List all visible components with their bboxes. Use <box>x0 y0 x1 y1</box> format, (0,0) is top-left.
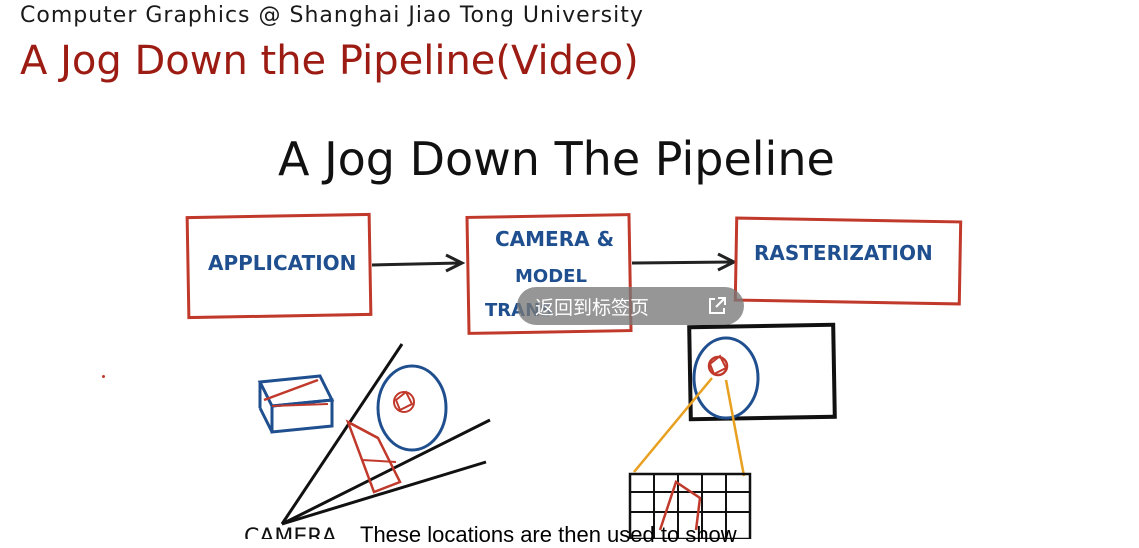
stray-dot <box>102 375 105 378</box>
camera-model-stage: CAMERA & MODEL TRANS <box>465 213 633 335</box>
arrow-2 <box>631 252 738 272</box>
arrow-1 <box>371 253 466 273</box>
camera-label-line2: MODEL <box>515 266 587 287</box>
return-to-tab-button[interactable]: 返回到标签页 <box>517 287 744 325</box>
slide-title: A Jog Down The Pipeline <box>278 132 835 186</box>
application-label: APPLICATION <box>208 251 356 275</box>
camera-label-line1: CAMERA & <box>495 227 614 251</box>
video-player[interactable]: A Jog Down The Pipeline APPLICATION CAME… <box>160 100 1020 547</box>
course-header: Computer Graphics @ Shanghai Jiao Tong U… <box>20 3 644 28</box>
pixel-grid-drawing <box>628 472 752 539</box>
external-link-icon <box>706 295 728 317</box>
rasterization-label: RASTERIZATION <box>754 241 933 265</box>
page-title: A Jog Down the Pipeline(Video) <box>20 38 639 84</box>
slide-drawing: A Jog Down The Pipeline APPLICATION CAME… <box>185 132 963 539</box>
rasterization-stage: RASTERIZATION <box>733 216 963 306</box>
box-object-drawing <box>257 374 335 434</box>
camera-frustum-drawing <box>280 343 491 526</box>
camera-caption: CAMERA <box>244 525 337 539</box>
application-stage: APPLICATION <box>185 212 373 320</box>
return-to-tab-label: 返回到标签页 <box>535 296 650 319</box>
video-subtitle: These locations are then used to show <box>360 522 737 547</box>
screen-drawing <box>633 322 837 477</box>
